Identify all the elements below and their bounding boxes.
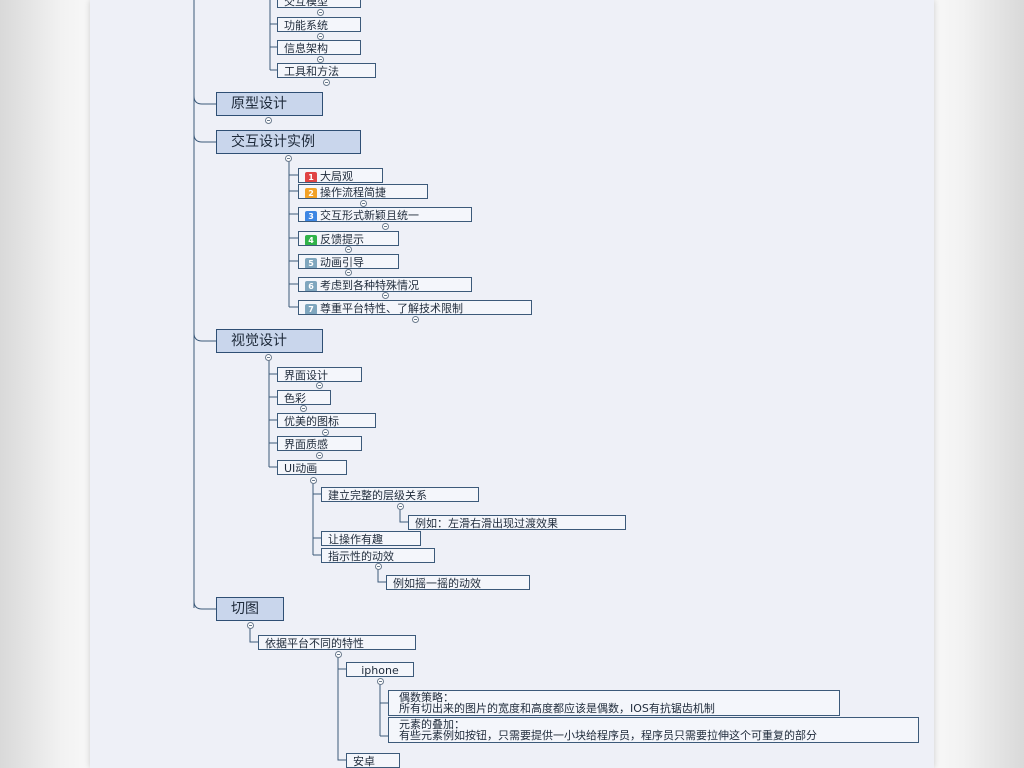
collapse-toggle[interactable]: [300, 405, 307, 412]
node-prototype-design[interactable]: 原型设计: [216, 92, 323, 116]
node-android[interactable]: 安卓: [346, 753, 400, 768]
document-page: [90, 0, 934, 768]
node-hierarchy[interactable]: 建立完整的层级关系: [321, 487, 479, 502]
collapse-toggle[interactable]: [265, 117, 272, 124]
node-interaction-model[interactable]: 交互模型: [277, 0, 361, 8]
node-label: 操作流程简捷: [320, 186, 386, 199]
badge-number: 4: [305, 235, 317, 245]
collapse-toggle[interactable]: [265, 354, 272, 361]
node-even-strategy[interactable]: 偶数策略： 所有切出来的图片的宽度和高度都应该是偶数，IOS有抗锯齿机制: [388, 690, 840, 716]
node-indicative-motion[interactable]: 指示性的动效: [321, 548, 435, 563]
collapse-toggle[interactable]: [382, 292, 389, 299]
node-label: 反馈提示: [320, 233, 364, 246]
node-visual-design[interactable]: 视觉设计: [216, 329, 323, 353]
collapse-toggle[interactable]: [323, 79, 330, 86]
node-icons[interactable]: 优美的图标: [277, 413, 376, 428]
collapse-toggle[interactable]: [317, 9, 324, 16]
node-slicing[interactable]: 切图: [216, 597, 284, 621]
collapse-toggle[interactable]: [360, 200, 367, 207]
collapse-toggle[interactable]: [412, 316, 419, 323]
note-title: 元素的叠加：: [399, 718, 465, 731]
collapse-toggle[interactable]: [345, 269, 352, 276]
note-body: 所有切出来的图片的宽度和高度都应该是偶数，IOS有抗锯齿机制: [399, 702, 715, 715]
node-hierarchy-example[interactable]: 例如：左滑右滑出现过渡效果: [408, 515, 626, 530]
badge-number: 1: [305, 172, 317, 182]
note-title: 偶数策略：: [399, 691, 454, 704]
collapse-toggle[interactable]: [335, 651, 342, 658]
node-fun-operation[interactable]: 让操作有趣: [321, 531, 421, 546]
collapse-toggle[interactable]: [247, 622, 254, 629]
badge-number: 3: [305, 211, 317, 221]
node-ui-animation[interactable]: UI动画: [277, 460, 347, 475]
collapse-toggle[interactable]: [322, 429, 329, 436]
note-body: 有些元素例如按钮，只需要提供一小块给程序员，程序员只需要拉伸这个可重复的部分: [399, 729, 817, 742]
badge-number: 7: [305, 304, 317, 314]
badge-number: 5: [305, 258, 317, 268]
node-label: 动画引导: [320, 256, 364, 269]
node-element-overlay[interactable]: 元素的叠加： 有些元素例如按钮，只需要提供一小块给程序员，程序员只需要拉伸这个可…: [388, 717, 919, 743]
collapse-toggle[interactable]: [317, 33, 324, 40]
collapse-toggle[interactable]: [377, 678, 384, 685]
node-function-system[interactable]: 功能系统: [277, 17, 361, 32]
node-platform-features[interactable]: 依据平台不同的特性: [258, 635, 416, 650]
node-indicative-example[interactable]: 例如摇一摇的动效: [386, 575, 530, 590]
node-info-architecture[interactable]: 信息架构: [277, 40, 361, 55]
collapse-toggle[interactable]: [285, 155, 292, 162]
collapse-toggle[interactable]: [310, 477, 317, 484]
node-interaction-examples[interactable]: 交互设计实例: [216, 130, 361, 154]
collapse-toggle[interactable]: [345, 246, 352, 253]
node-ui-design[interactable]: 界面设计: [277, 367, 362, 382]
node-label: 交互形式新颖且统一: [320, 209, 419, 222]
collapse-toggle[interactable]: [316, 452, 323, 459]
node-label: 大局观: [320, 170, 353, 183]
node-texture[interactable]: 界面质感: [277, 436, 362, 451]
collapse-toggle[interactable]: [397, 503, 404, 510]
collapse-toggle[interactable]: [382, 223, 389, 230]
node-label: 考虑到各种特殊情况: [320, 279, 419, 292]
collapse-toggle[interactable]: [317, 56, 324, 63]
collapse-toggle[interactable]: [375, 563, 382, 570]
badge-number: 6: [305, 281, 317, 291]
badge-number: 2: [305, 188, 317, 198]
node-tools-methods[interactable]: 工具和方法: [277, 63, 376, 78]
node-label: 尊重平台特性、了解技术限制: [320, 302, 463, 315]
collapse-toggle[interactable]: [316, 382, 323, 389]
node-iphone[interactable]: iphone: [346, 662, 414, 677]
node-color[interactable]: 色彩: [277, 390, 331, 405]
